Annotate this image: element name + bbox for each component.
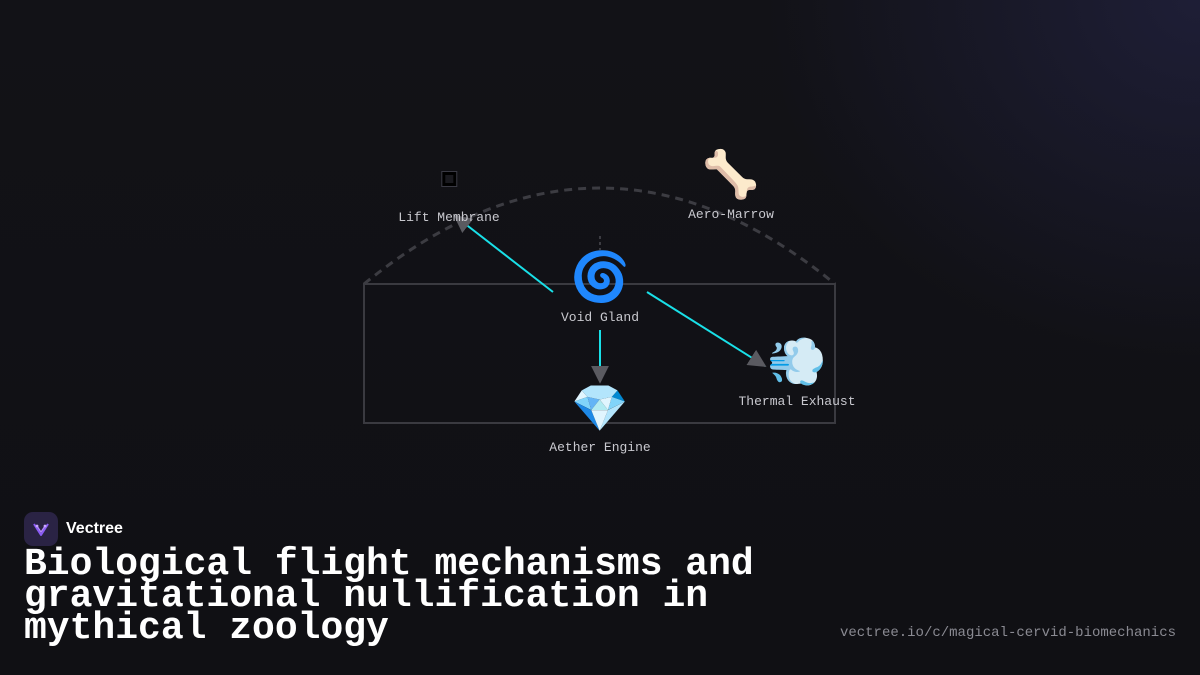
cyclone-icon: 🌀	[570, 249, 630, 305]
square-icon	[440, 152, 457, 206]
gem-icon: 💎	[571, 381, 629, 435]
node-label: Void Gland	[560, 310, 640, 325]
dome-arc	[363, 186, 836, 286]
bone-icon: 🦴	[702, 147, 760, 201]
node-label: Lift Membrane	[398, 210, 500, 225]
vectree-logo-icon	[24, 512, 58, 546]
node-thermal-exhaust[interactable]: 💨 Thermal Exhaust	[738, 334, 855, 409]
page-url[interactable]: vectree.io/c/magical-cervid-biomechanics	[839, 625, 1176, 641]
node-label: Thermal Exhaust	[738, 394, 856, 409]
node-lift-membrane[interactable]: Lift Membrane	[398, 152, 500, 225]
dash-wind-icon: 💨	[767, 334, 827, 390]
node-aero-marrow[interactable]: 🦴 Aero-Marrow	[688, 145, 774, 222]
frame	[363, 283, 836, 424]
brand-name: Vectree	[66, 520, 123, 537]
brand[interactable]: Vectree	[24, 512, 123, 546]
node-aether-engine[interactable]: 💎 Aether Engine	[549, 380, 650, 455]
node-label: Aether Engine	[549, 440, 651, 455]
page-title: Biological flight mechanisms and gravita…	[24, 543, 754, 650]
edge-void-to-exhaust	[646, 291, 767, 367]
node-void-gland[interactable]: 🌀 Void Gland	[561, 248, 639, 325]
node-label: Aero-Marrow	[688, 207, 774, 222]
edge-void-to-lift	[453, 214, 554, 293]
